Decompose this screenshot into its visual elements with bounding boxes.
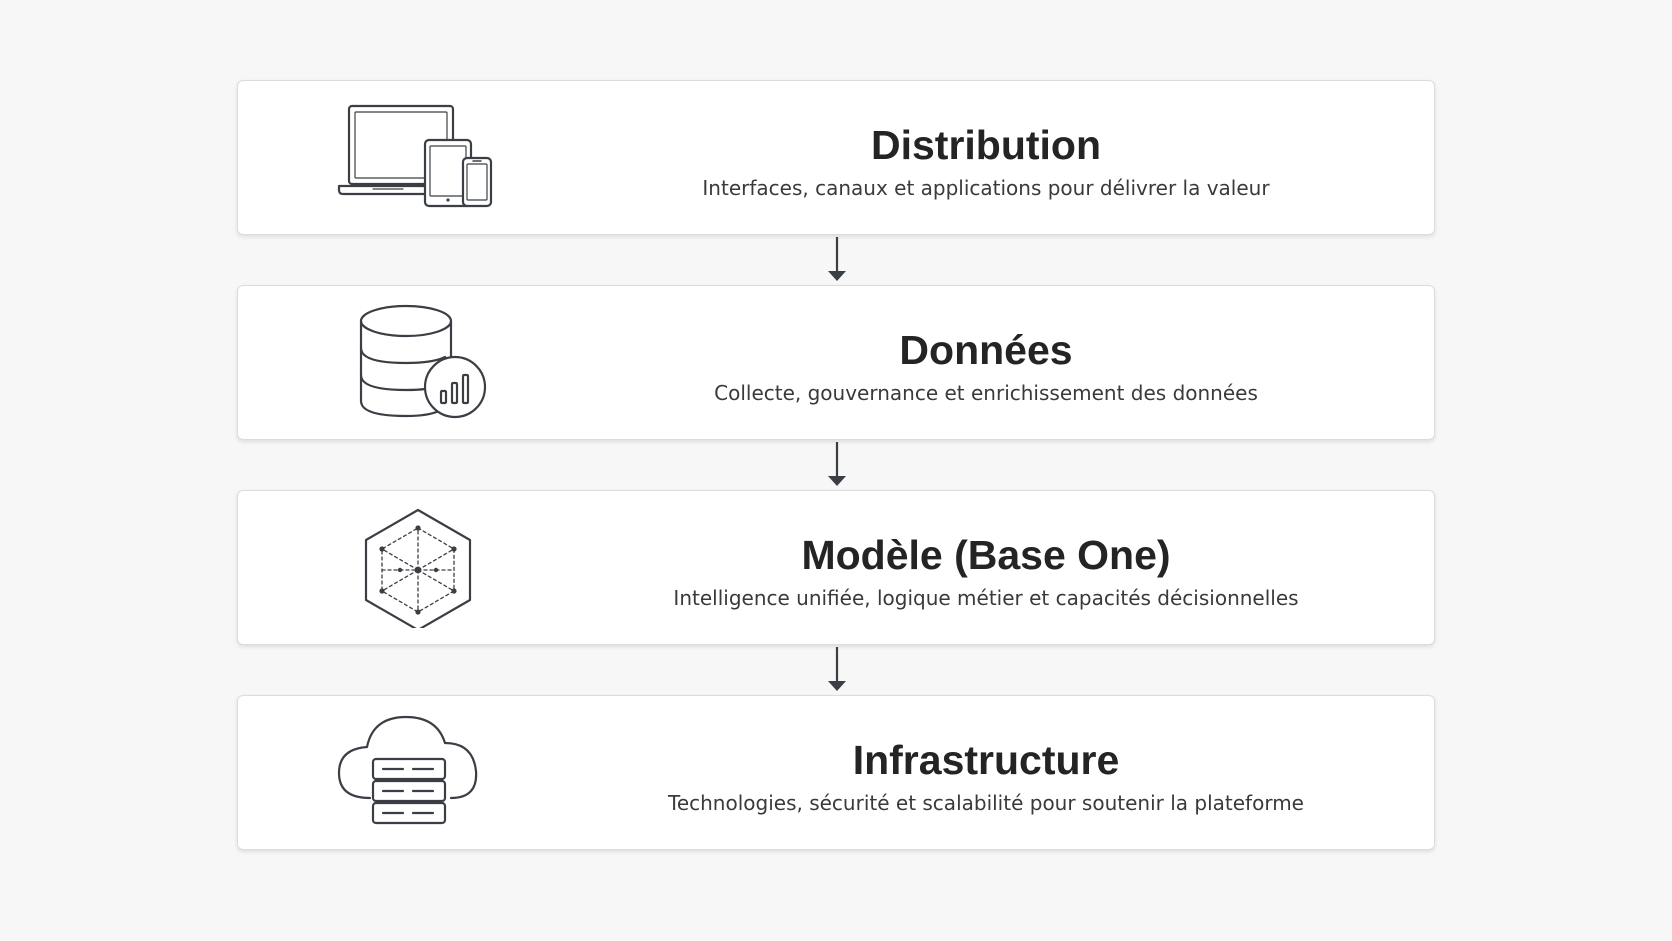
down-arrow <box>237 235 1435 285</box>
layer-modele: Modèle (Base One) Intelligence unifiée, … <box>237 490 1435 645</box>
layer-stack: Distribution Interfaces, canaux et appli… <box>237 80 1435 850</box>
layer-description: Collecte, gouvernance et enrichissement … <box>714 381 1258 405</box>
layer-distribution: Distribution Interfaces, canaux et appli… <box>237 80 1435 235</box>
layer-title: Données <box>899 327 1073 373</box>
layer-infrastructure: Infrastructure Technologies, sécurité et… <box>237 695 1435 850</box>
layer-text: Distribution Interfaces, canaux et appli… <box>578 123 1394 200</box>
layer-title: Infrastructure <box>852 737 1120 783</box>
layer-donnees: Données Collecte, gouvernance et enrichi… <box>237 285 1435 440</box>
devices-icon <box>333 98 503 218</box>
down-arrow <box>237 645 1435 695</box>
layer-text: Données Collecte, gouvernance et enrichi… <box>578 328 1394 405</box>
arrow-down-icon <box>828 442 846 486</box>
hexagon-network-icon <box>333 508 503 628</box>
arrow-down-icon <box>828 647 846 691</box>
layer-description: Intelligence unifiée, logique métier et … <box>673 586 1299 610</box>
layer-title: Modèle (Base One) <box>801 532 1171 578</box>
down-arrow <box>237 440 1435 490</box>
layer-text: Modèle (Base One) Intelligence unifiée, … <box>578 533 1394 610</box>
layer-title: Distribution <box>870 122 1102 168</box>
layer-description: Technologies, sécurité et scalabilité po… <box>668 791 1304 815</box>
layer-text: Infrastructure Technologies, sécurité et… <box>578 738 1394 815</box>
layer-description: Interfaces, canaux et applications pour … <box>702 176 1270 200</box>
database-analytics-icon <box>333 303 503 423</box>
arrow-down-icon <box>828 237 846 281</box>
cloud-server-icon <box>333 713 503 833</box>
